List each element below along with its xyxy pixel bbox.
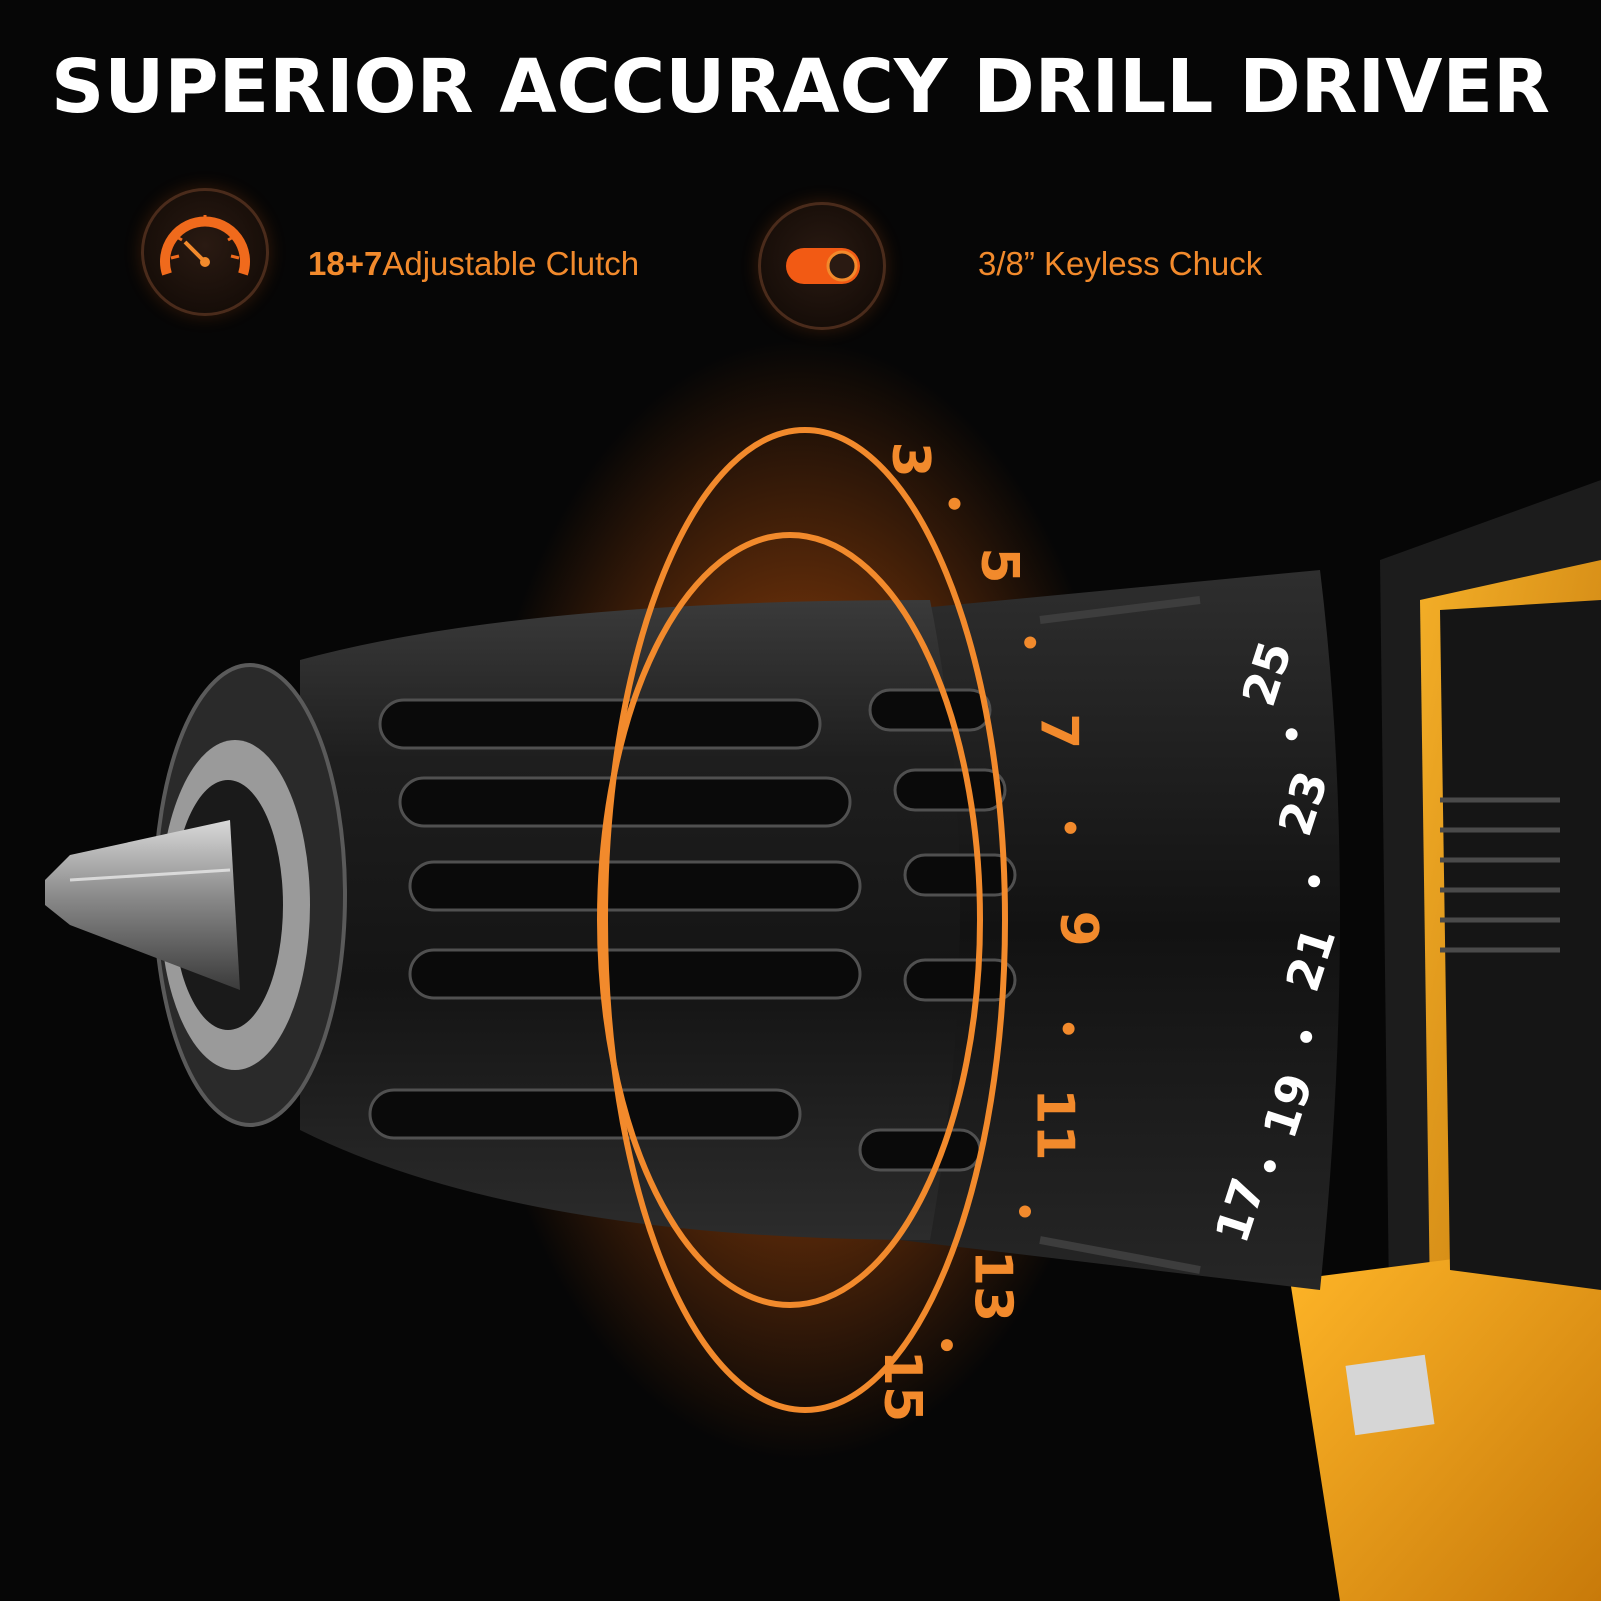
clutch-dial-number: 15: [872, 1350, 932, 1422]
feature-label: Adjustable Clutch: [382, 245, 640, 282]
clutch-dial-number: 3: [880, 442, 940, 478]
dial-separator-dot: [1062, 1022, 1075, 1035]
toggle-switch-icon: [758, 202, 886, 330]
clutch-dial-number: 13: [963, 1250, 1023, 1322]
dial-separator-dot: [1024, 636, 1037, 649]
dial-separator-dot: [1263, 1160, 1276, 1173]
feature-keyless-chuck: 3/8” Keyless Chuck: [978, 245, 1263, 282]
dial-separator-dot: [1064, 821, 1077, 834]
feature-adjustable-clutch: 18+7Adjustable Clutch: [308, 245, 639, 283]
clutch-dial-number: 5: [969, 547, 1029, 583]
clutch-settings-count: 18+7: [308, 245, 383, 282]
dial-separator-dot: [1308, 875, 1321, 888]
clutch-dial-number: 11: [1025, 1088, 1085, 1160]
clutch-dial-number: 9: [1048, 911, 1108, 947]
dial-separator-dot: [1285, 728, 1298, 741]
dial-separator-dot: [1019, 1205, 1031, 1218]
dial-separator-dot: [940, 1339, 953, 1352]
dial-separator-dot: [1300, 1030, 1313, 1043]
page-title: SUPERIOR ACCURACY DRILL DRIVER: [51, 44, 1550, 130]
gauge-icon: [141, 188, 269, 316]
clutch-dial-number: 7: [1028, 713, 1088, 749]
dial-separator-dot: [948, 497, 961, 510]
